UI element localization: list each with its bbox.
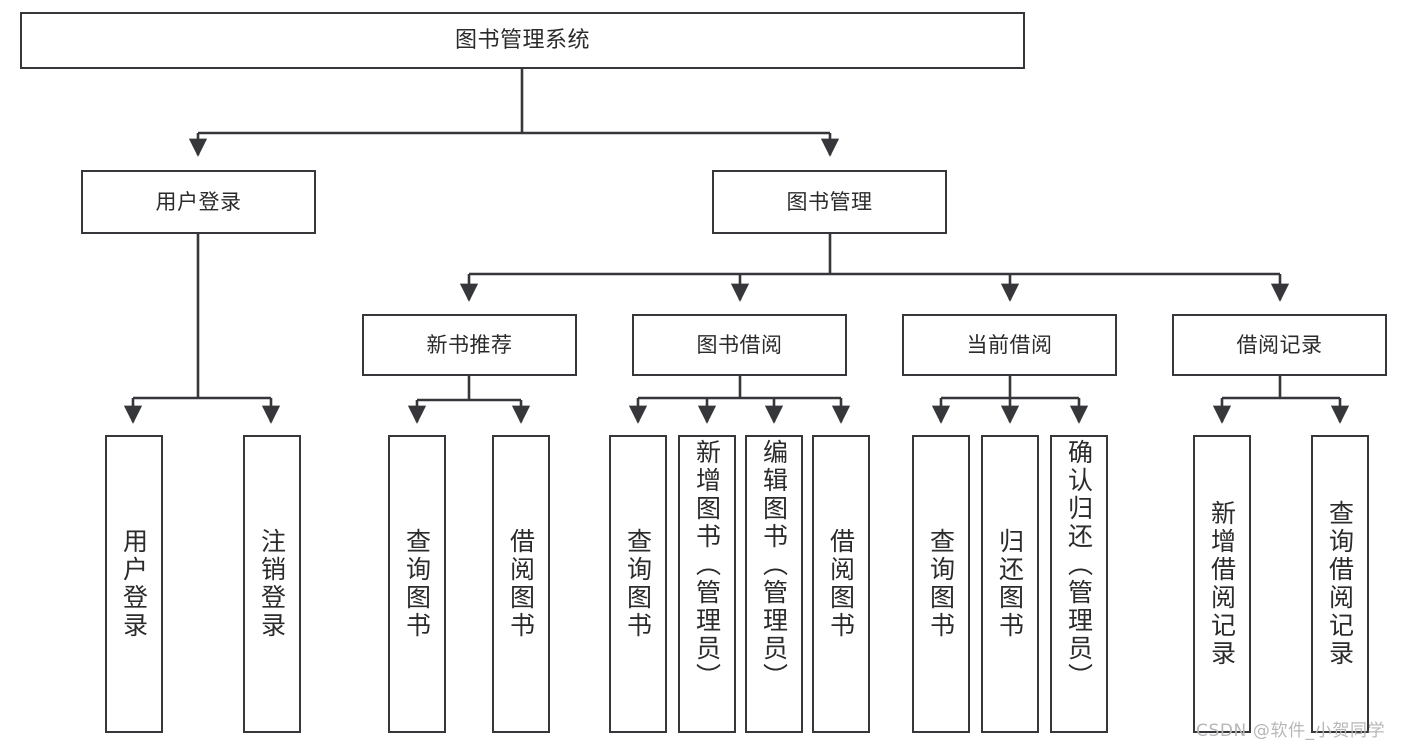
node-label: 当前借阅	[966, 332, 1053, 357]
leaf-recommend-borrow-book[interactable]: 借阅图书	[492, 435, 550, 733]
leaf-borrow-add-book[interactable]: 新增图书（管理员）	[678, 435, 736, 733]
csdn-watermark: CSDN @软件_小贺同学	[1196, 721, 1386, 741]
node-label: 借阅图书	[506, 528, 536, 640]
node-label: 借阅图书	[826, 528, 856, 640]
node-label: 用户登录	[155, 189, 242, 214]
leaf-borrow-edit-book[interactable]: 编辑图书（管理员）	[745, 435, 803, 733]
node-label: 新书推荐	[426, 332, 513, 357]
leaf-user-login-login[interactable]: 用户登录	[105, 435, 163, 733]
node-label: 新增图书（管理员）	[692, 439, 722, 691]
node-label: 查询图书	[623, 528, 653, 640]
leaf-borrow-borrow-book[interactable]: 借阅图书	[812, 435, 870, 733]
node-label: 查询借阅记录	[1325, 500, 1355, 668]
leaf-borrow-query-book[interactable]: 查询图书	[609, 435, 667, 733]
node-label: 编辑图书（管理员）	[759, 439, 789, 691]
node-current-borrow[interactable]: 当前借阅	[902, 314, 1117, 376]
leaf-current-query-book[interactable]: 查询图书	[912, 435, 970, 733]
node-label: 查询图书	[402, 528, 432, 640]
node-label: 用户登录	[119, 528, 149, 640]
node-book-borrow[interactable]: 图书借阅	[632, 314, 847, 376]
node-label: 图书管理	[786, 189, 873, 214]
leaf-user-login-logout[interactable]: 注销登录	[243, 435, 301, 733]
node-new-book-recommend[interactable]: 新书推荐	[362, 314, 577, 376]
node-label: 图书管理系统	[454, 27, 590, 53]
node-user-login[interactable]: 用户登录	[81, 170, 316, 234]
node-label: 确认归还（管理员）	[1064, 439, 1094, 691]
node-label: 借阅记录	[1236, 332, 1323, 357]
node-borrow-record[interactable]: 借阅记录	[1172, 314, 1387, 376]
node-label: 注销登录	[257, 528, 287, 640]
leaf-record-add-record[interactable]: 新增借阅记录	[1193, 435, 1251, 733]
node-book-management[interactable]: 图书管理	[712, 170, 947, 234]
node-label: 新增借阅记录	[1207, 500, 1237, 668]
node-label: 图书借阅	[696, 332, 783, 357]
node-label: 查询图书	[926, 528, 956, 640]
leaf-record-query-record[interactable]: 查询借阅记录	[1311, 435, 1369, 733]
leaf-current-return-book[interactable]: 归还图书	[981, 435, 1039, 733]
node-label: 归还图书	[995, 528, 1025, 640]
leaf-recommend-query-book[interactable]: 查询图书	[388, 435, 446, 733]
leaf-current-confirm-return[interactable]: 确认归还（管理员）	[1050, 435, 1108, 733]
node-root-system[interactable]: 图书管理系统	[20, 12, 1025, 69]
